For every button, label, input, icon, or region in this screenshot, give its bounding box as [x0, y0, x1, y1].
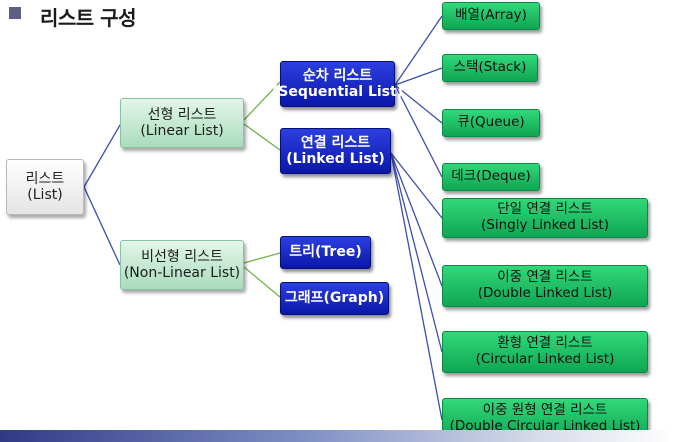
node-linked-list-label: 연결 리스트: [300, 134, 371, 151]
footer-gradient-bar: [0, 430, 675, 442]
node-double-circular-linked-list-label: 이중 원형 연결 리스트: [482, 402, 608, 419]
node-nonlinear-list-label: 비선형 리스트: [141, 248, 223, 265]
node-double-linked-list-label: 이중 연결 리스트: [497, 269, 593, 286]
edge-linear-linked: [243, 123, 281, 151]
node-tree: 트리(Tree): [280, 236, 371, 269]
node-graph-label: 그래프(Graph): [284, 290, 385, 307]
edge-seq-stack: [394, 67, 443, 86]
edge-linked-dcircular: [390, 152, 443, 421]
node-circular-linked-list: 환형 연결 리스트 (Circular Linked List): [442, 331, 648, 373]
node-singly-linked-list-sublabel: (Singly Linked List): [481, 217, 609, 233]
node-sequential-list: 순차 리스트 (Sequential List): [272, 61, 403, 107]
node-double-circular-linked-list-sublabel: (Double Circular Linked List): [449, 418, 641, 434]
node-linear-list: 선형 리스트 (Linear List): [120, 98, 244, 148]
edge-seq-queue: [394, 84, 443, 124]
node-list: 리스트 (List): [6, 159, 84, 215]
edge-linked-circular: [390, 152, 443, 353]
node-sequential-list-label: 순차 리스트: [302, 67, 373, 84]
node-list-sublabel: (List): [27, 187, 63, 203]
edge-nonlinear-graph: [243, 266, 281, 298]
node-array: 배열(Array): [442, 2, 540, 30]
title-bullet-icon: [9, 7, 21, 19]
node-nonlinear-list-sublabel: (Non-Linear List): [123, 265, 241, 281]
node-sequential-list-sublabel: (Sequential List): [271, 84, 404, 100]
node-deque: 데크(Deque): [442, 163, 540, 191]
node-list-label: 리스트: [25, 170, 65, 187]
edge-root-linear: [83, 124, 121, 188]
node-tree-label: 트리(Tree): [289, 244, 362, 261]
edge-linked-singly: [390, 152, 443, 219]
node-nonlinear-list: 비선형 리스트 (Non-Linear List): [120, 240, 244, 290]
edge-linear-sequential: [243, 81, 281, 121]
node-deque-label: 데크(Deque): [451, 168, 531, 185]
node-singly-linked-list: 단일 연결 리스트 (Singly Linked List): [442, 198, 648, 238]
node-queue: 큐(Queue): [442, 109, 540, 137]
node-circular-linked-list-label: 환형 연결 리스트: [497, 335, 593, 352]
edge-seq-array: [394, 15, 443, 86]
page-title: 리스트 구성: [40, 6, 136, 30]
node-circular-linked-list-sublabel: (Circular Linked List): [475, 351, 615, 367]
node-array-label: 배열(Array): [455, 7, 527, 24]
edge-seq-deque: [394, 84, 443, 178]
edge-linked-double: [390, 152, 443, 287]
node-stack-label: 스택(Stack): [453, 59, 527, 76]
node-linear-list-sublabel: (Linear List): [140, 123, 224, 139]
node-singly-linked-list-label: 단일 연결 리스트: [497, 201, 593, 218]
node-double-linked-list-sublabel: (Double Linked List): [477, 285, 613, 301]
edge-root-nonlinear: [83, 186, 121, 266]
node-double-linked-list: 이중 연결 리스트 (Double Linked List): [442, 265, 648, 307]
node-graph: 그래프(Graph): [280, 282, 389, 315]
node-stack: 스택(Stack): [442, 54, 538, 82]
edge-nonlinear-tree: [243, 252, 281, 264]
node-queue-label: 큐(Queue): [457, 114, 525, 131]
node-linked-list-sublabel: (Linked List): [286, 151, 385, 167]
node-linked-list: 연결 리스트 (Linked List): [280, 128, 391, 174]
node-linear-list-label: 선형 리스트: [147, 106, 217, 123]
